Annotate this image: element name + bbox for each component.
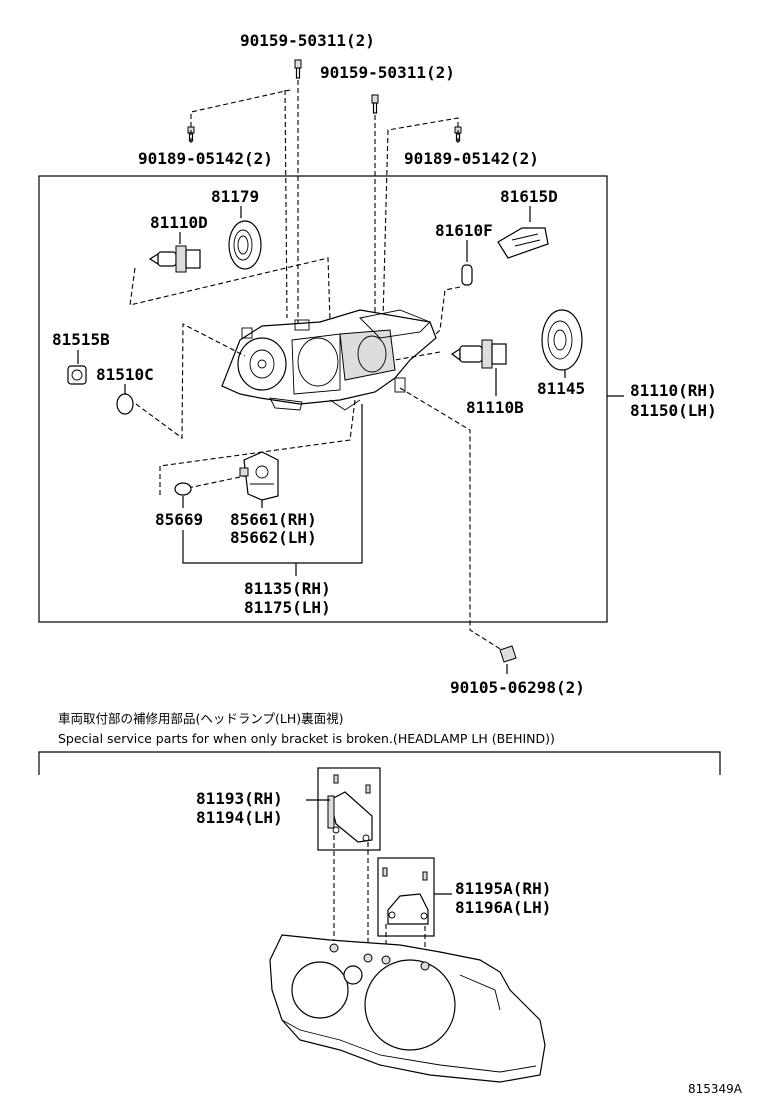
label-90189-05142-b: 90189-05142(2) (404, 149, 539, 168)
bulb-81510C (116, 393, 134, 415)
label-90159-50311-a: 90159-50311(2) (240, 31, 375, 50)
socket-81615D (497, 227, 549, 259)
assembly-frame (38, 175, 608, 623)
label-90189-05142-a: 90189-05142(2) (138, 149, 273, 168)
cap-81145 (541, 309, 583, 371)
label-90159-50311-b: 90159-50311(2) (320, 63, 455, 82)
lower-frame (38, 751, 721, 775)
bracket-81195A (382, 867, 429, 925)
label-81110-RH: 81110(RH) (630, 381, 717, 400)
label-85669: 85669 (155, 510, 203, 529)
label-81145: 81145 (537, 379, 585, 398)
label-81510C: 81510C (96, 365, 154, 384)
bracket-box-81193 (317, 767, 381, 851)
bracket-box-81195A (377, 857, 435, 937)
bolt-90159-a (294, 59, 302, 79)
label-81615D: 81615D (500, 187, 558, 206)
label-81175-LH: 81175(LH) (244, 598, 331, 617)
bulb-81610F (461, 264, 473, 286)
screw-90105 (499, 645, 517, 663)
o-ring-85669 (174, 482, 192, 496)
headlamp-rear-view (269, 934, 546, 1083)
label-81110B: 81110B (466, 398, 524, 417)
actuator-85661 (239, 451, 279, 501)
label-85661-RH: 85661(RH) (230, 510, 317, 529)
diagram-code: 815349A (688, 1082, 743, 1096)
bracket-81193 (327, 774, 373, 843)
label-85662-LH: 85662(LH) (230, 528, 317, 547)
label-81135-RH: 81135(RH) (244, 579, 331, 598)
label-81110D: 81110D (150, 213, 208, 232)
socket-81515B (67, 365, 87, 385)
label-81610F: 81610F (435, 221, 493, 240)
label-90105-06298: 90105-06298(2) (450, 678, 585, 697)
label-81195A-RH: 81195A(RH) (455, 879, 551, 898)
label-81194-LH: 81194(LH) (196, 808, 283, 827)
cap-81179 (228, 220, 262, 270)
label-81179: 81179 (211, 187, 259, 206)
label-81515B: 81515B (52, 330, 110, 349)
bulb-81110B (450, 339, 507, 369)
label-81193-RH: 81193(RH) (196, 789, 283, 808)
bolt-90159-b (371, 94, 379, 114)
note-japanese: 車両取付部の補修用部品(ヘッドランプ(LH)裏面視) (58, 711, 344, 726)
note-english: Special service parts for when only brac… (58, 731, 555, 746)
label-81150-LH: 81150(LH) (630, 401, 717, 420)
bulb-81110D (148, 245, 201, 273)
headlamp-assembly (221, 309, 437, 411)
label-81196A-LH: 81196A(LH) (455, 898, 551, 917)
